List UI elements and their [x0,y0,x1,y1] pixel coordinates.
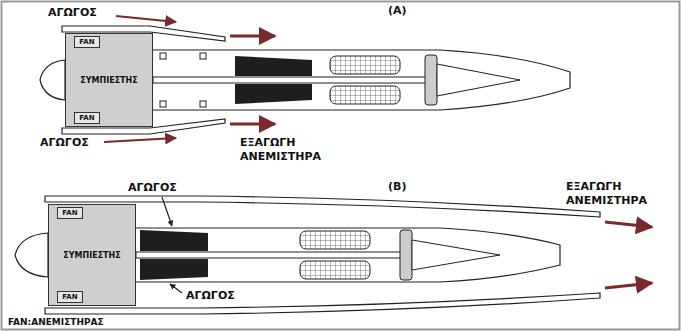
compressor-block: ΣΥΜΠΙΕΣΤΗΣ FAN FAN [65,33,153,127]
duct-label: ΑΓΩΓΟΣ [186,289,235,303]
fan-box: FAN [74,36,100,48]
fan-text: FAN [79,38,94,46]
legend-note: FAN:ΑΝΕΜΙΣΤΗΡΑΣ [8,317,104,328]
fan-box: FAN [74,112,100,124]
fan-box: FAN [57,291,83,303]
fan-text: FAN [62,293,77,301]
duct-label: ΑΓΩΓΟΣ [40,136,89,150]
fan-text: FAN [62,209,77,217]
duct-label: ΑΓΩΓΟΣ [48,6,97,20]
duct-label: ΑΓΩΓΟΣ [128,181,177,195]
fan-exhaust-label: ΕΞΑΓΩΓΗ ΑΝΕΜΙΣΤΗΡΑ [240,136,332,164]
fan-exhaust-label: ΕΞΑΓΩΓΗ ΑΝΕΜΙΣΤΗΡΑ [566,180,658,208]
figure-letter: (A) [388,4,407,18]
fan-text: FAN [79,114,94,122]
compressor-text: ΣΥΜΠΙΕΣΤΗΣ [80,76,137,85]
compressor-block: ΣΥΜΠΙΕΣΤΗΣ FAN FAN [48,204,136,306]
fan-box: FAN [57,207,83,219]
figure-letter: (B) [388,180,406,194]
compressor-text: ΣΥΜΠΙΕΣΤΗΣ [63,251,120,260]
